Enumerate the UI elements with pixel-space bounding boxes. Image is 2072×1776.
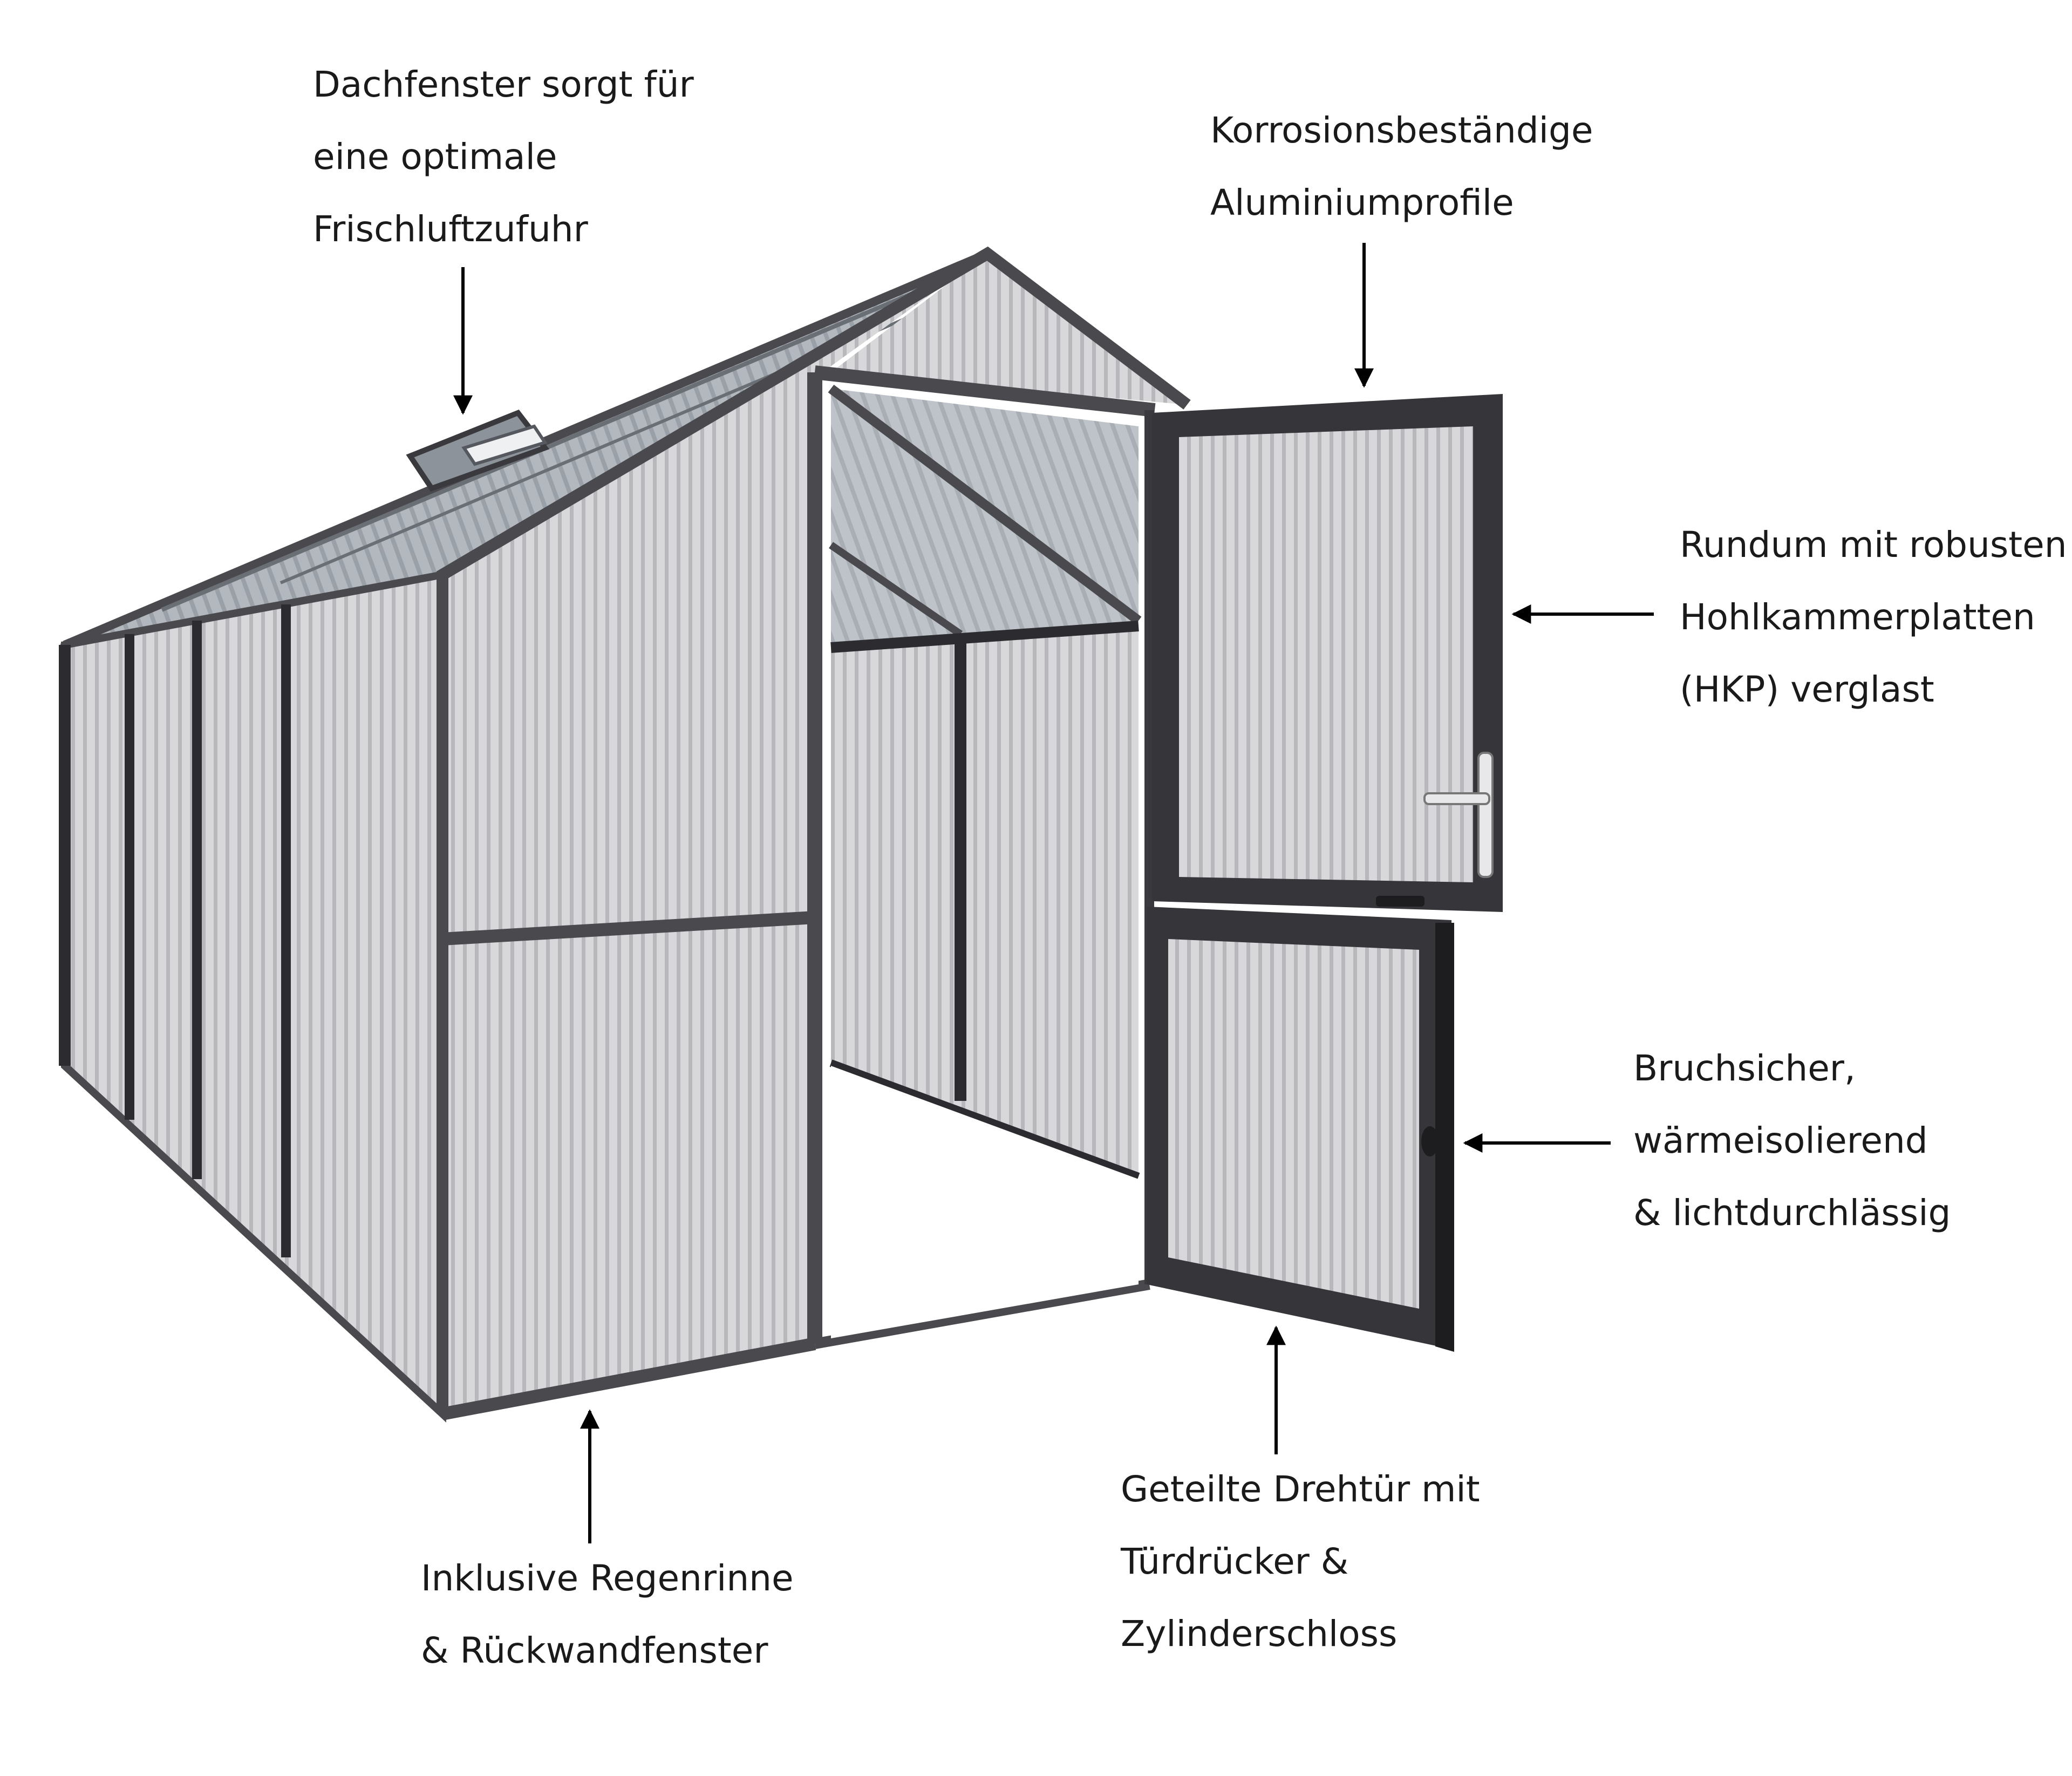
- label-drehtuer-line-1: Geteilte Drehtür mit: [1121, 1468, 1480, 1510]
- label-rundum: Rundum mit robusten Hohlkammerplatten (H…: [1680, 509, 2067, 726]
- side-wall: [59, 570, 446, 1423]
- label-regenrinne: Inklusive Regenrinne & Rückwandfenster: [421, 1542, 794, 1687]
- label-korrosion: Korrosionsbeständige Aluminiumprofile: [1210, 94, 1593, 239]
- label-korrosion-line-2: Aluminiumprofile: [1210, 182, 1514, 223]
- label-rundum-line-1: Rundum mit robusten: [1680, 524, 2067, 566]
- label-korrosion-line-1: Korrosionsbeständige: [1210, 110, 1593, 151]
- arrows: [453, 243, 1654, 1543]
- label-regenrinne-line-1: Inklusive Regenrinne: [421, 1557, 794, 1599]
- label-dachfenster-line-2: eine optimale: [313, 136, 557, 178]
- label-dachfenster-line-3: Frischluftzufuhr: [313, 208, 588, 250]
- label-drehtuer: Geteilte Drehtür mit Türdrücker & Zylind…: [1121, 1453, 1480, 1670]
- label-bruchsicher-line-2: wärmeisolierend: [1633, 1120, 1928, 1161]
- upper-door: [1152, 394, 1503, 912]
- label-bruchsicher: Bruchsicher, wärmeisolierend & lichtdurc…: [1633, 1032, 1951, 1249]
- label-rundum-line-3: (HKP) verglast: [1680, 669, 1934, 710]
- interior-view: [828, 384, 1142, 1338]
- label-regenrinne-line-2: & Rückwandfenster: [421, 1630, 768, 1671]
- label-drehtuer-line-2: Türdrücker &: [1121, 1541, 1349, 1582]
- label-bruchsicher-line-3: & lichtdurchlässig: [1633, 1192, 1951, 1234]
- label-dachfenster: Dachfenster sorgt für eine optimale Fris…: [313, 49, 694, 266]
- label-rundum-line-2: Hohlkammerplatten: [1680, 596, 2035, 638]
- label-bruchsicher-line-1: Bruchsicher,: [1633, 1047, 1856, 1089]
- roof-vent: [406, 409, 550, 492]
- label-dachfenster-line-1: Dachfenster sorgt für: [313, 64, 694, 105]
- label-drehtuer-line-3: Zylinderschloss: [1121, 1613, 1398, 1655]
- lower-door: [1147, 907, 1454, 1352]
